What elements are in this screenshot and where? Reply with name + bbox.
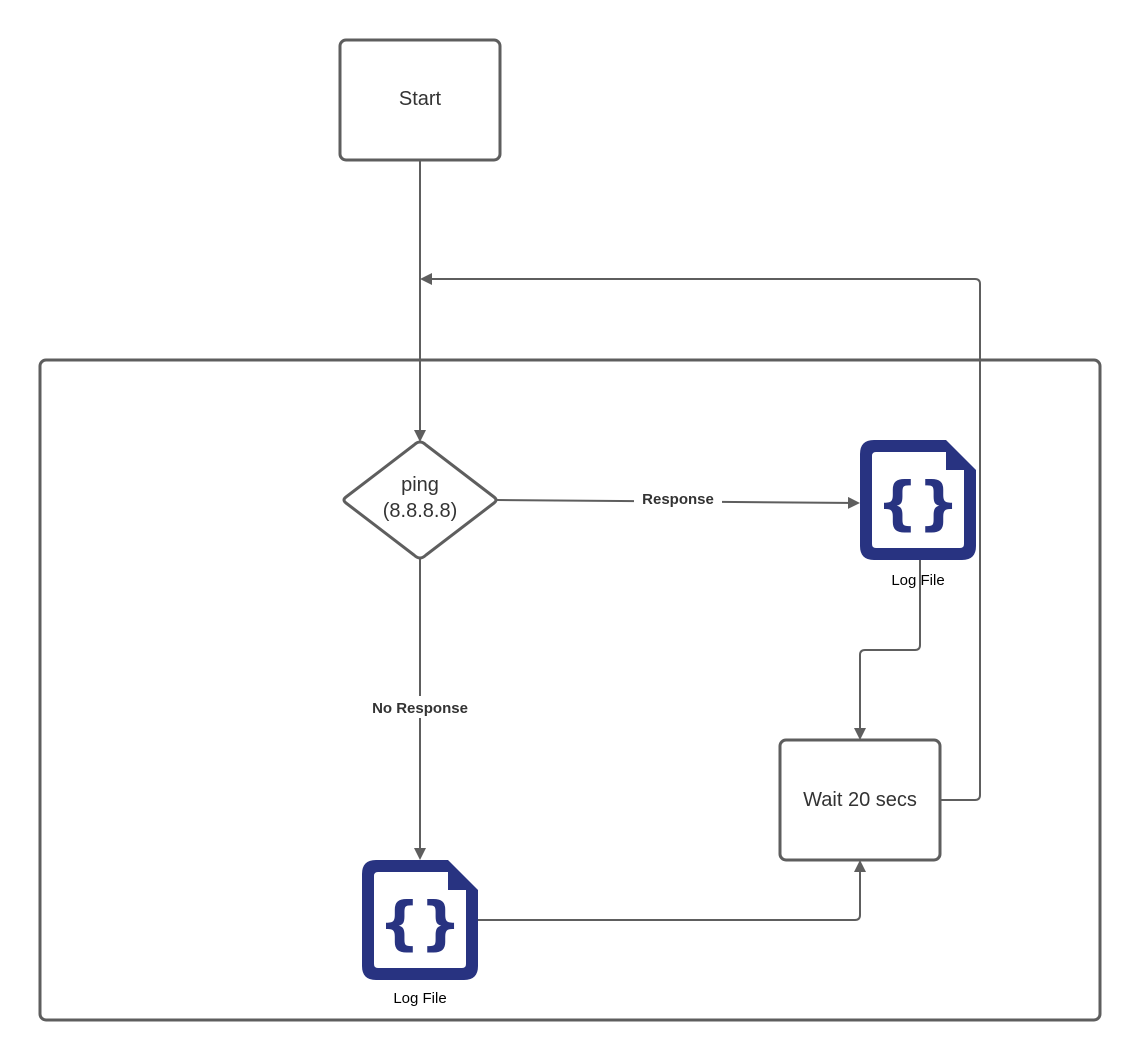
json-file-icon (362, 860, 478, 980)
json-braces-glyph: {} (877, 469, 960, 537)
node-wait[interactable]: Wait 20 secs (778, 738, 942, 862)
node-log-file-response-label: Log File (891, 572, 944, 589)
node-ping-decision[interactable]: ping (8.8.8.8) (342, 440, 498, 560)
edge-label-no-response-text: No Response (372, 700, 468, 717)
node-log-file-no-response-label: Log File (393, 990, 446, 1007)
node-start-label: Start (399, 88, 442, 110)
node-ping-label-line1: ping (401, 474, 439, 496)
edge-label-response: Response (634, 489, 722, 509)
edge-wait-to-ping[interactable] (420, 273, 981, 801)
json-file-icon (860, 440, 976, 560)
edges (414, 160, 981, 921)
node-wait-label: Wait 20 secs (803, 789, 917, 811)
edge-log-response-to-wait[interactable] (854, 560, 921, 740)
loop-container[interactable] (38, 358, 1102, 1022)
node-ping-label-line2: (8.8.8.8) (383, 500, 457, 522)
node-log-file-no-response[interactable]: {} Log File (362, 860, 478, 1007)
node-log-file-response[interactable]: {} Log File (860, 440, 976, 589)
edge-label-response-text: Response (642, 491, 714, 508)
node-start[interactable]: Start (338, 38, 502, 162)
edge-label-no-response: No Response (360, 696, 480, 718)
edge-log-no-response-to-wait[interactable] (478, 860, 866, 921)
json-braces-glyph: {} (379, 889, 462, 957)
